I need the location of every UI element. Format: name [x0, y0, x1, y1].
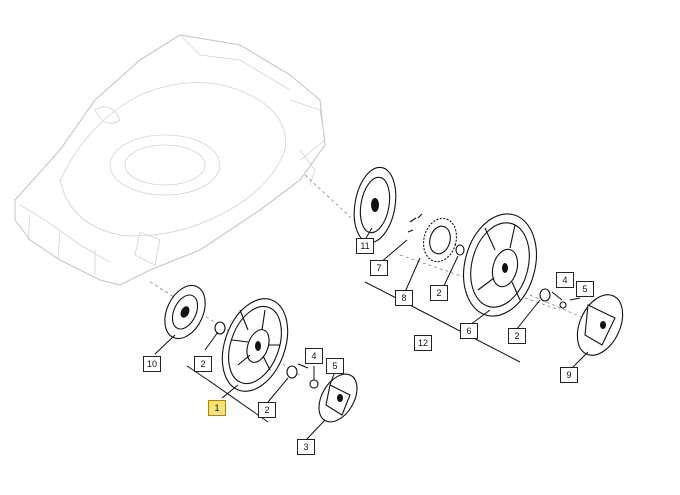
hubcap-right	[576, 294, 624, 356]
drive-gear-ring	[422, 217, 458, 263]
callout-8: 8	[395, 290, 413, 306]
wheel-cover-disc	[164, 284, 206, 340]
rear-wheel-cover-disc	[353, 166, 397, 244]
callout-5-rear: 5	[576, 281, 594, 297]
mower-deck	[14, 34, 326, 286]
callout-12: 12	[414, 335, 432, 351]
callout-7: 7	[370, 260, 388, 276]
callout-1: 1	[208, 400, 226, 416]
callout-10: 10	[143, 356, 161, 372]
callout-4-front: 4	[305, 348, 323, 364]
rear-wheel-right	[463, 213, 537, 317]
callout-2-rear-inner: 2	[430, 285, 448, 301]
callout-9: 9	[560, 367, 578, 383]
callout-2-rear-outer: 2	[508, 328, 526, 344]
callout-11: 11	[356, 238, 374, 254]
callout-2-front-outer: 2	[258, 402, 276, 418]
callout-5-front: 5	[326, 358, 344, 374]
callout-4-rear: 4	[556, 272, 574, 288]
callout-3: 3	[297, 439, 315, 455]
callout-6: 6	[460, 323, 478, 339]
front-wheel-left	[221, 298, 289, 392]
callout-2-front-inner: 2	[194, 356, 212, 372]
hubcap-left	[318, 373, 358, 423]
